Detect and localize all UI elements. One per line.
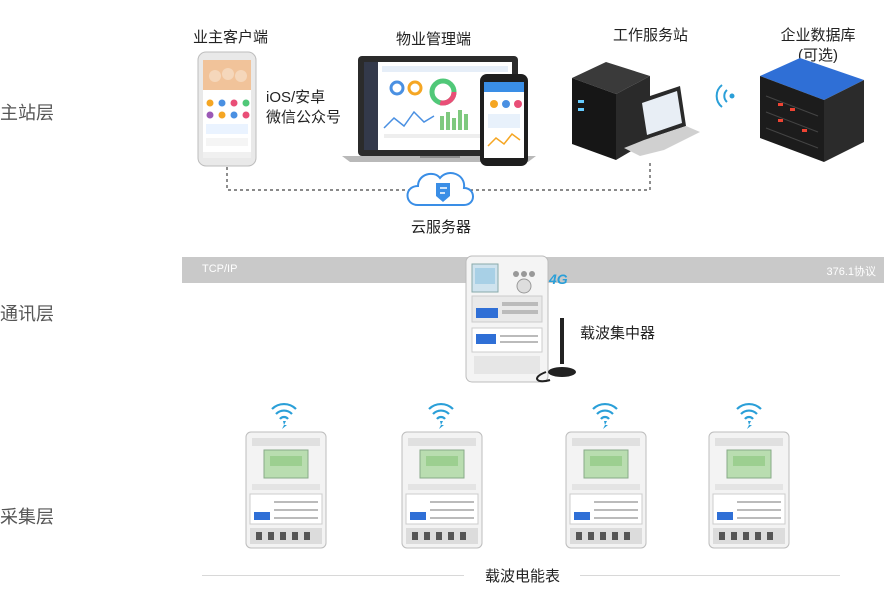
app-platforms-caption-1: iOS/安卓 — [266, 89, 326, 106]
owner-client-caption: 业主客户端 — [193, 29, 269, 46]
concentrator-icon — [465, 255, 549, 383]
wifi-icon — [591, 402, 619, 431]
antenna-icon — [536, 318, 576, 383]
meters-illustration — [245, 402, 790, 549]
server-tower-icon — [572, 62, 650, 160]
cloud-icon — [406, 172, 474, 206]
phone-icon — [197, 51, 257, 167]
wifi-icon — [270, 402, 298, 431]
database-server-icon — [760, 58, 864, 162]
dashed-connections — [226, 160, 651, 191]
layer-label-communication: 通讯层 — [0, 304, 54, 324]
laptop-icon — [342, 56, 536, 162]
4g-badge: 4G — [549, 271, 568, 287]
wireless-signal-icon — [715, 84, 735, 108]
enterprise-db-caption-2: (可选) — [798, 47, 838, 64]
divider-right — [580, 575, 840, 576]
meter-icon — [708, 431, 790, 549]
meter-icon — [401, 431, 483, 549]
concentrator-caption: 载波集中器 — [580, 325, 656, 342]
cloud-server-caption: 云服务器 — [411, 219, 472, 236]
meters-caption: 载波电能表 — [485, 568, 561, 585]
divider-left — [202, 575, 464, 576]
phone-icon-property — [480, 74, 528, 166]
enterprise-db-caption-1: 企业数据库 — [780, 27, 856, 44]
app-platforms-caption-2: 微信公众号 — [266, 109, 342, 126]
layer-label-master: 主站层 — [0, 103, 54, 123]
workstation-laptop-icon — [624, 86, 700, 156]
workstation-caption: 工作服务站 — [613, 27, 689, 44]
protocol-right-label: 376.1协议 — [826, 266, 876, 278]
wifi-icon — [427, 402, 455, 431]
wifi-icon — [735, 402, 763, 431]
layer-label-collection: 采集层 — [0, 507, 54, 527]
meter-icon — [565, 431, 647, 549]
meter-icon — [245, 431, 327, 549]
protocol-left-label: TCP/IP — [202, 263, 238, 275]
master-station-illustration — [197, 51, 864, 206]
property-management-caption: 物业管理端 — [396, 31, 472, 48]
concentrator-illustration — [465, 255, 576, 383]
